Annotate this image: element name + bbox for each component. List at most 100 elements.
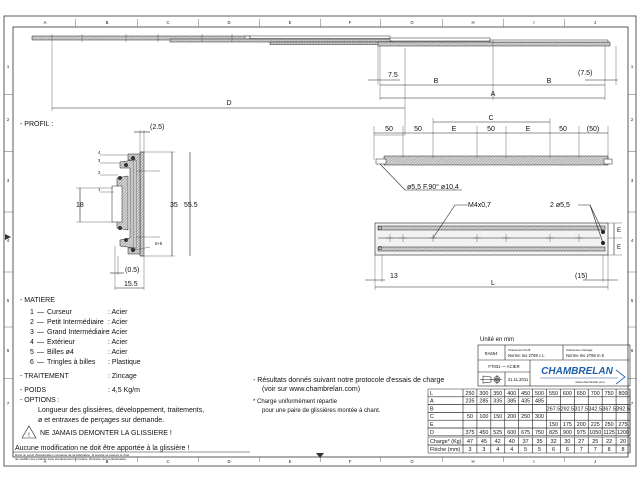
dim-inner-35: 35 xyxy=(170,202,178,209)
table-cell: 750 xyxy=(605,391,614,397)
material-item-number: 6 xyxy=(30,359,34,366)
material-item-name: Billes ø4 xyxy=(47,349,74,356)
spacing-label: 50 xyxy=(385,126,393,133)
tol-machining-label: Tolérances Usinage: xyxy=(566,348,593,352)
grid-row-label: 4 xyxy=(7,238,10,243)
table-cell: 450 xyxy=(521,391,530,397)
treatment-label: - TRAITEMENT xyxy=(20,373,70,380)
charge-line-2: pour une paire de glissières montée à ch… xyxy=(262,408,381,414)
warning-icon: ! xyxy=(21,425,37,439)
profile-title: - PROFIL : xyxy=(20,121,53,128)
end-hole xyxy=(377,245,383,251)
table-cell: 32 xyxy=(550,439,556,445)
grid-row-label: 5 xyxy=(631,298,634,303)
material-item-value: : Acier xyxy=(108,339,128,346)
grid-column-label: J xyxy=(594,20,596,25)
options-label: - OPTIONS : xyxy=(20,397,60,404)
grid-row-label: 2 xyxy=(631,117,634,122)
warning-text: NE JAMAIS DEMONTER LA GLISSIERE ! xyxy=(40,430,172,437)
dim-c-label: C xyxy=(488,115,493,122)
centering-arrow-icon xyxy=(316,453,324,458)
table-cell: 45 xyxy=(481,439,487,445)
row-label: A xyxy=(430,399,434,405)
spacing-label: E xyxy=(452,126,457,133)
table-cell: 975 xyxy=(577,430,586,436)
material-item-number: 4 xyxy=(30,339,34,346)
row-label: L xyxy=(430,391,433,397)
table-cell: 150 xyxy=(549,422,558,428)
table-cell: 42 xyxy=(495,439,501,445)
table-cell: 27 xyxy=(578,439,584,445)
table-cell: 3 xyxy=(482,447,485,453)
table-cell: 47 xyxy=(467,439,473,445)
material-item-value: : Acier xyxy=(108,319,128,326)
grid-column-label: B xyxy=(106,459,109,464)
table-cell: 25 xyxy=(592,439,598,445)
dim-right-15: (15) xyxy=(575,273,587,280)
brand-name: CHAMBRELAN xyxy=(541,366,613,377)
dim-l-label: L xyxy=(491,280,495,287)
results-line-2: (voir sur www.chambrelan.com) xyxy=(262,386,360,393)
table-cell: 292.5 xyxy=(561,406,575,412)
weight-value: : 4,5 Kg/m xyxy=(108,387,140,394)
dim-right-offset: (7.5) xyxy=(578,70,592,77)
title-block: Unité en mm RA654 Tolérances Profil: Nor… xyxy=(477,337,631,387)
table-cell: 350 xyxy=(493,391,502,397)
table-cell: 100 xyxy=(479,414,488,420)
material-item-dash: — xyxy=(37,349,44,356)
grid-row-label: 4 xyxy=(631,238,634,243)
table-cell: 1200 xyxy=(617,430,629,436)
chambrelan-logo: CHAMBRELAN www.chambrelan.com xyxy=(540,366,626,385)
table-cell: 367.5 xyxy=(602,406,616,412)
bottom-view: M4x0,7 2 ø5,5 13 (15) L E E xyxy=(365,202,622,290)
grid-row-label: 2 xyxy=(7,117,10,122)
table-cell: 250 xyxy=(465,391,474,397)
table-cell: 40 xyxy=(509,439,515,445)
dim-width-15-5: 15.5 xyxy=(124,281,138,288)
table-cell: 400 xyxy=(507,391,516,397)
reference-code: RA654 xyxy=(485,351,498,356)
table-cell: 3 xyxy=(468,447,471,453)
table-cell: 550 xyxy=(549,391,558,397)
table-cell: 20 xyxy=(620,439,626,445)
dim-height-55-5: 55.5 xyxy=(184,202,198,209)
table-cell: 7 xyxy=(580,447,583,453)
material-item-name: Curseur xyxy=(47,309,73,316)
grid-row-label: 7 xyxy=(7,401,10,406)
material-item-value: : Acier xyxy=(108,349,128,356)
holes-note: 2 ø5,5 xyxy=(550,202,570,209)
dim-b-right-label: B xyxy=(547,78,552,85)
grid-column-label: B xyxy=(106,20,109,25)
table-cell: 485 xyxy=(535,399,544,405)
grid-row-label: 7 xyxy=(631,401,634,406)
table-cell: 375 xyxy=(465,430,474,436)
table-cell: 700 xyxy=(591,391,600,397)
dim-gap-0-5: (0.5) xyxy=(125,267,139,274)
part-label-4: 4 xyxy=(98,150,101,155)
table-cell: 300 xyxy=(535,414,544,420)
options-line-2: ø et entraxes de perçages sur demande. xyxy=(38,417,164,424)
row-label: Charge* (Kg) xyxy=(430,439,462,445)
row-label: C xyxy=(430,414,434,420)
grid-column-label: F xyxy=(349,459,352,464)
row-label: B xyxy=(430,406,434,412)
hole-marks xyxy=(377,225,583,251)
spacing-label: (50) xyxy=(587,126,599,133)
grid-column-label: E xyxy=(289,20,292,25)
table-cell: 1125 xyxy=(603,430,615,436)
row-label: D xyxy=(430,430,434,436)
dim-d-label: D xyxy=(226,100,231,107)
table-cell: 225 xyxy=(591,422,600,428)
grid-column-label: G xyxy=(410,20,413,25)
load-notes: - Résultats donnés suivant notre protoco… xyxy=(253,377,444,414)
hole-note: ø5,5 F.90° ø10,4 xyxy=(407,183,459,191)
grid-column-label: H xyxy=(471,459,474,464)
